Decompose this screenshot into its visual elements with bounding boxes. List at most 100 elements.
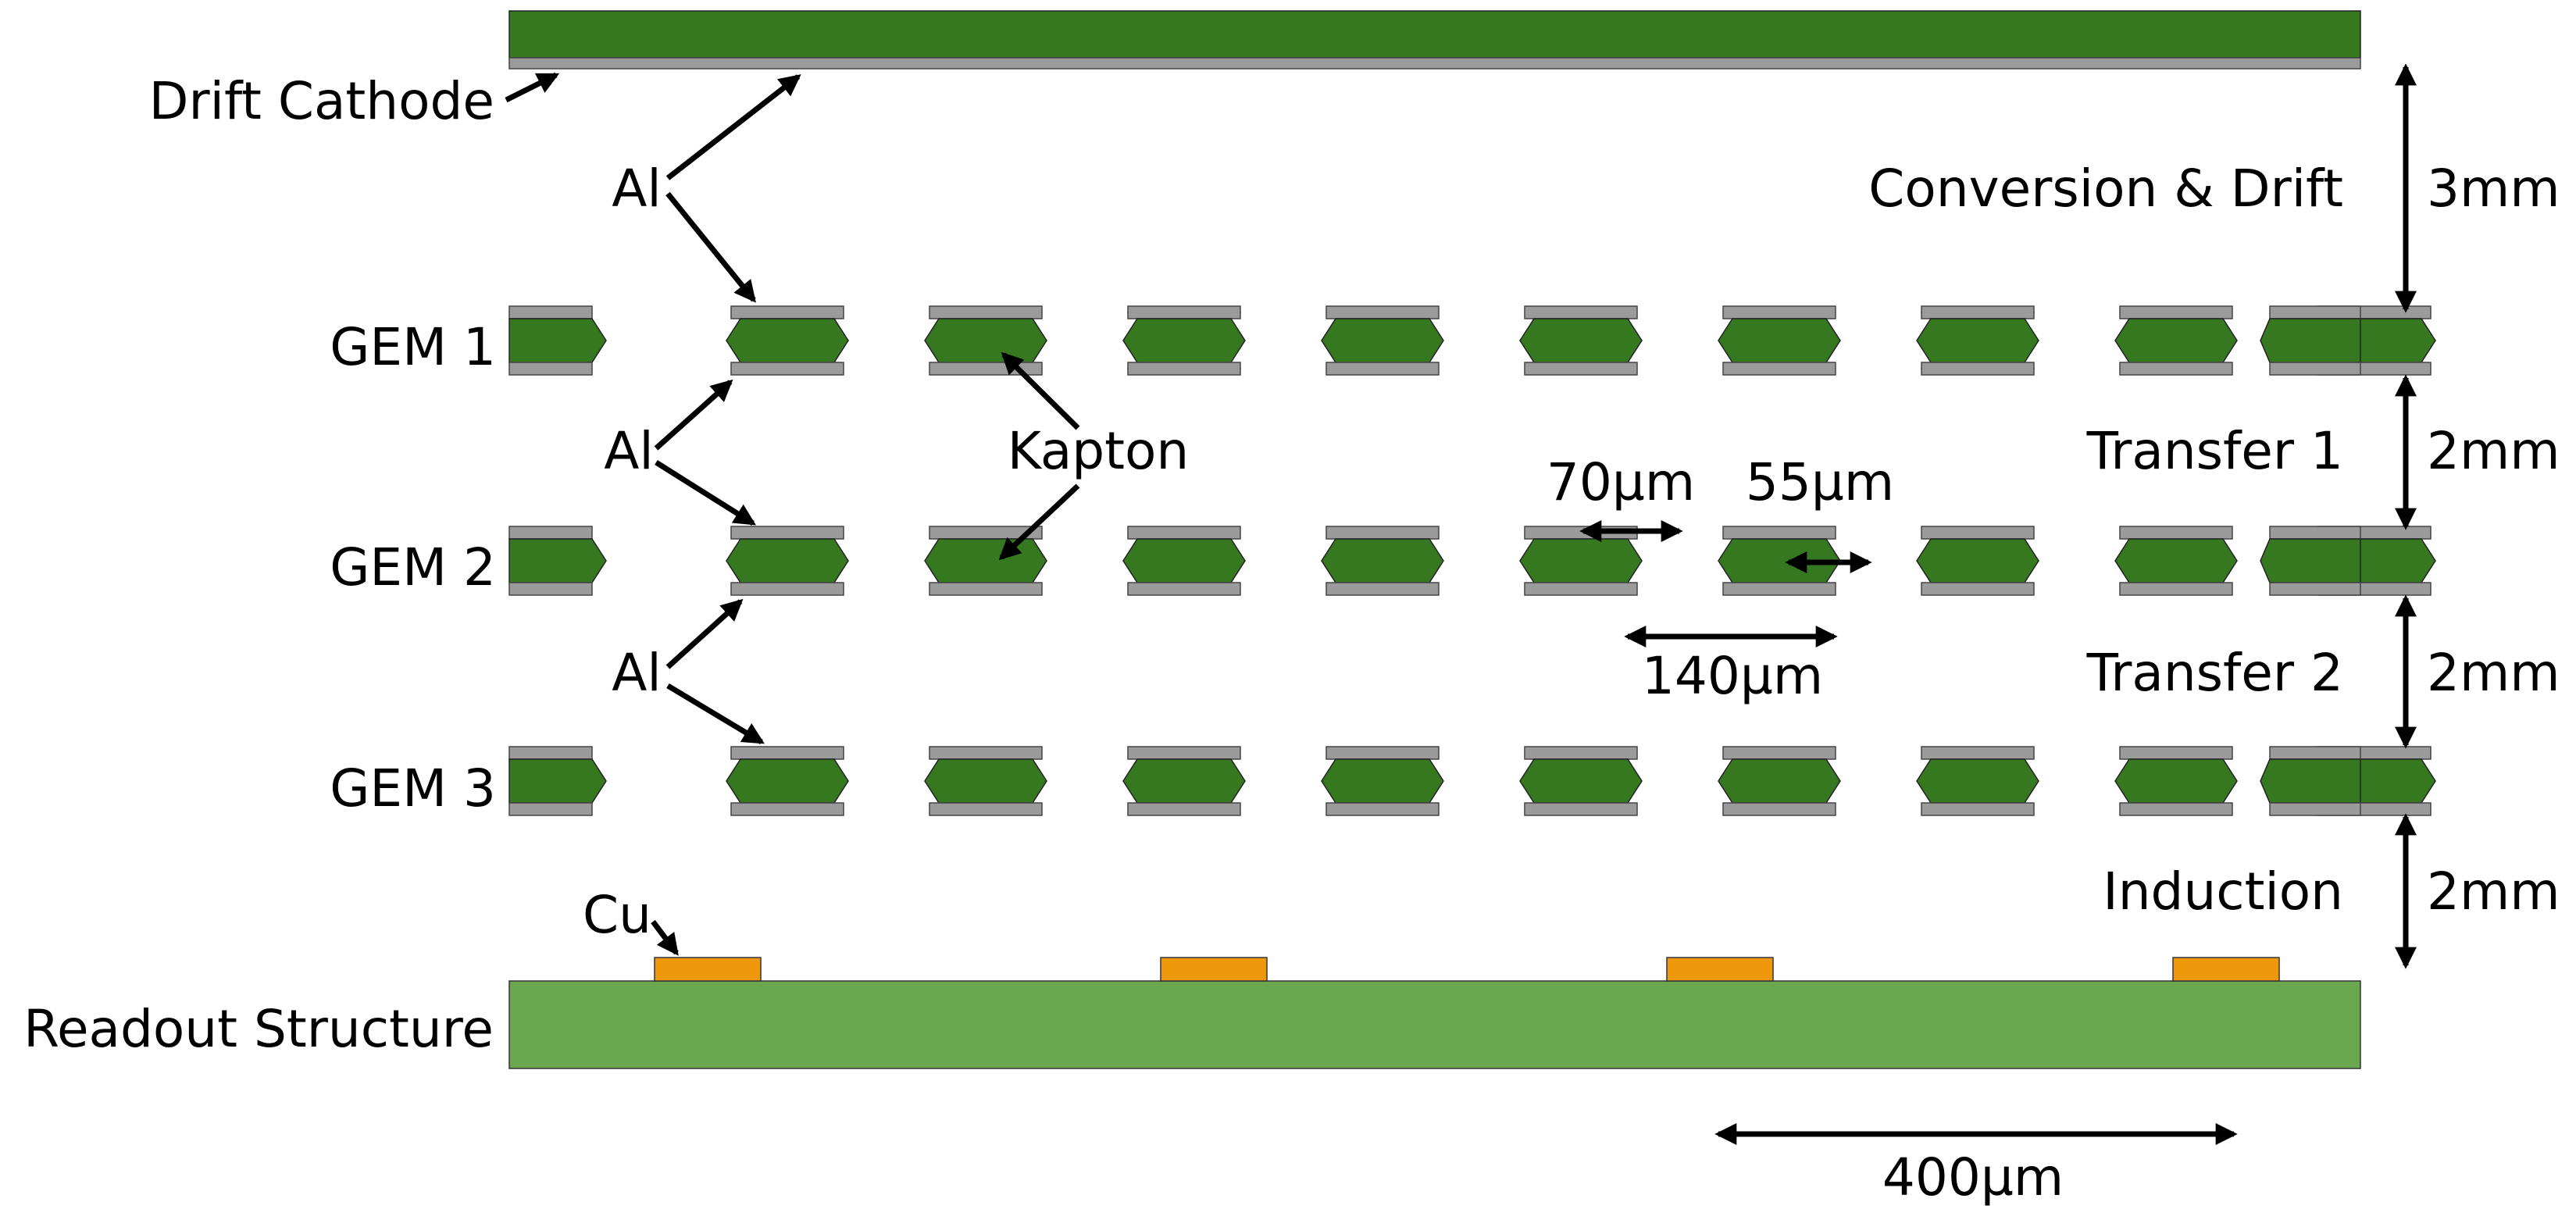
kapton-segment xyxy=(1519,538,1643,583)
transfer2-label: Transfer 2 xyxy=(2086,643,2343,703)
kapton-segment xyxy=(924,538,1047,583)
kapton-segment xyxy=(924,758,1047,804)
al-label-top: Al xyxy=(612,159,662,219)
copper-strip xyxy=(654,957,762,982)
al-label-bottom: Al xyxy=(612,643,662,703)
al-layer-top-segment xyxy=(1325,746,1440,760)
copper-strip xyxy=(1666,957,1774,982)
al-arrow-gem2-bottom xyxy=(665,598,744,669)
al-layer-top-segment xyxy=(730,305,844,319)
al-layer-top-segment xyxy=(1722,526,1836,540)
al-layer-bottom-segment xyxy=(1325,802,1440,816)
al-layer-top-segment xyxy=(2119,746,2233,760)
al-layer-top-segment xyxy=(929,305,1043,319)
copper-strips xyxy=(654,957,2280,982)
al-layer-bottom-segment xyxy=(2269,802,2361,816)
gem1-label: GEM 1 xyxy=(330,317,496,377)
al-layer-top-segment xyxy=(730,526,844,540)
al-layer-bottom-segment xyxy=(1524,582,1638,596)
al-layer-top-segment xyxy=(1524,305,1638,319)
kapton-segment xyxy=(1718,318,1841,363)
al-layer-bottom-segment xyxy=(1127,582,1241,596)
transfer2-gap-label: 2mm xyxy=(2427,643,2560,703)
kapton-segment xyxy=(2114,758,2238,804)
kapton-segment xyxy=(1916,758,2039,804)
gem-foil-3 xyxy=(508,746,2436,816)
kapton-segment xyxy=(924,318,1047,363)
al-layer-bottom-segment xyxy=(1722,362,1836,376)
al-label-mid: Al xyxy=(604,421,654,481)
al-layer-top-segment xyxy=(1127,305,1241,319)
cu-arrow xyxy=(651,919,679,956)
kapton-segment xyxy=(2260,538,2361,583)
kapton-segment xyxy=(1321,538,1444,583)
drift-cathode xyxy=(508,10,2361,70)
kapton-segment xyxy=(1519,318,1643,363)
al-layer-bottom-segment xyxy=(1921,802,2035,816)
kapton-segment xyxy=(1916,538,2039,583)
gem2-label: GEM 2 xyxy=(330,537,496,597)
kapton-segment xyxy=(1718,758,1841,804)
al-layer-top-segment xyxy=(1722,305,1836,319)
transfer1-gap-label: 2mm xyxy=(2427,421,2560,481)
al-layer-bottom-segment xyxy=(730,582,844,596)
kapton-label: Kapton xyxy=(1008,421,1190,481)
al-layer-bottom-segment xyxy=(1921,362,2035,376)
kapton-segment xyxy=(726,758,849,804)
al-layer-bottom-segment xyxy=(1722,802,1836,816)
al-layer-bottom-segment xyxy=(2269,582,2361,596)
al-arrow-gem1-bottom xyxy=(654,379,733,451)
induction-label: Induction xyxy=(2103,861,2343,922)
al-layer-bottom-segment xyxy=(1524,802,1638,816)
al-layer-top-segment xyxy=(1325,526,1440,540)
al-layer-top-segment xyxy=(508,526,593,540)
al-layer-bottom-segment xyxy=(2119,362,2233,376)
al-layer-bottom-segment xyxy=(730,802,844,816)
transfer1-label: Transfer 1 xyxy=(2086,421,2343,481)
drift-gap-label: 3mm xyxy=(2427,159,2560,219)
kapton-segment xyxy=(508,318,607,363)
al-layer-top-segment xyxy=(1127,746,1241,760)
al-layer-bottom-segment xyxy=(508,802,593,816)
induction-gap-label: 2mm xyxy=(2427,861,2560,922)
pitch-dimension-label: 140µm xyxy=(1642,646,1823,706)
al-layer-bottom-segment xyxy=(1325,582,1440,596)
al-arrow-cathode xyxy=(665,74,801,180)
al-layer-bottom-segment xyxy=(929,582,1043,596)
kapton-segment xyxy=(726,318,849,363)
conversion-drift-label: Conversion & Drift xyxy=(1868,159,2343,219)
copper-strip xyxy=(1160,957,1268,982)
al-arrow-gem3-top xyxy=(666,683,765,745)
al-layer-top-segment xyxy=(1921,526,2035,540)
al-arrow-gem2-top xyxy=(655,460,756,526)
kapton-segment xyxy=(2260,318,2361,363)
al-layer-bottom-segment xyxy=(508,582,593,596)
al-arrow-gem1 xyxy=(665,191,756,303)
hole-inner-dimension-label: 55µm xyxy=(1746,452,1894,512)
kapton-segment xyxy=(1321,758,1444,804)
gem-foil-1 xyxy=(508,305,2436,376)
kapton-arrow-gem2 xyxy=(998,483,1080,561)
al-layer-bottom-segment xyxy=(929,802,1043,816)
al-layer-top-segment xyxy=(1722,746,1836,760)
al-layer-bottom-segment xyxy=(508,362,593,376)
al-layer-bottom-segment xyxy=(1722,582,1836,596)
al-layer-bottom-segment xyxy=(1921,582,2035,596)
readout-label: Readout Structure xyxy=(23,999,494,1059)
al-layer-top-segment xyxy=(1921,746,2035,760)
al-layer-top-segment xyxy=(508,305,593,319)
gem-foil-2 xyxy=(508,526,2436,596)
al-layer-bottom-segment xyxy=(2119,802,2233,816)
kapton-segment xyxy=(1122,538,1246,583)
al-layer-top-segment xyxy=(2269,305,2361,319)
al-layer-bottom-segment xyxy=(1127,362,1241,376)
kapton-segment xyxy=(726,538,849,583)
kapton-segment xyxy=(1519,758,1643,804)
al-layer-top-segment xyxy=(1921,305,2035,319)
gem3-label: GEM 3 xyxy=(330,758,496,819)
kapton-segment xyxy=(1321,318,1444,363)
kapton-segment xyxy=(1916,318,2039,363)
al-layer-top-segment xyxy=(1127,526,1241,540)
drift-cathode-label: Drift Cathode xyxy=(149,71,494,131)
